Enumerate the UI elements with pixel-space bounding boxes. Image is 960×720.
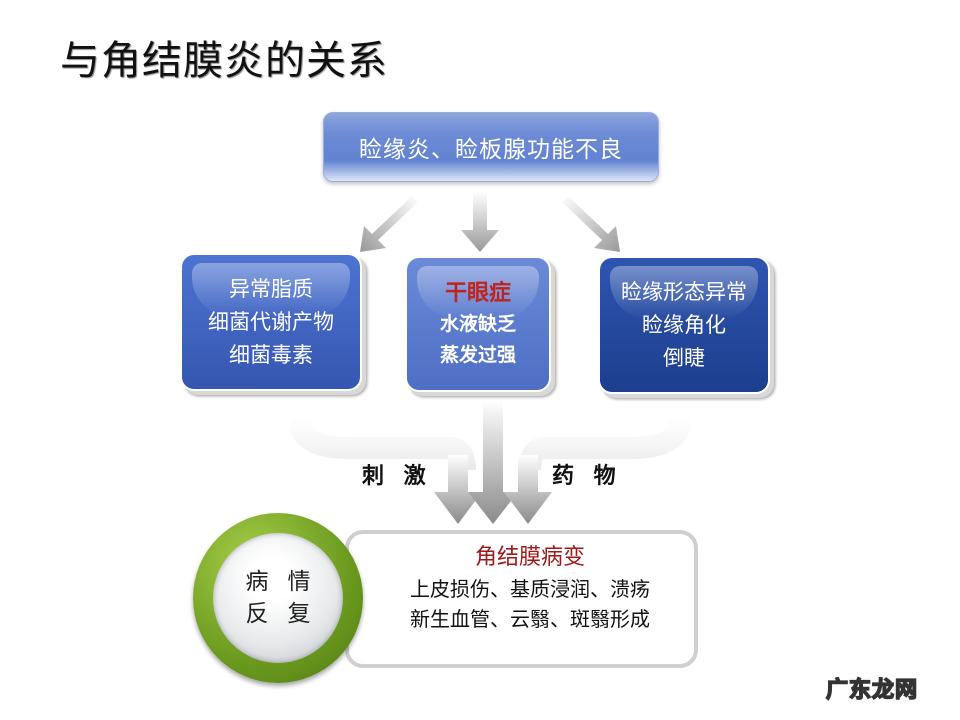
recurrence-circle <box>213 533 343 663</box>
cause-line: 倒睫 <box>663 345 705 370</box>
cause-box-dry-eye: 干眼症 水液缺乏 蒸发过强 <box>405 256 551 392</box>
circle-char: 病 <box>245 569 269 595</box>
result-heading: 角结膜病变 <box>474 545 585 570</box>
cause-line: 细菌代谢产物 <box>208 309 334 334</box>
cause-box-lid-margin: 睑缘形态异常 睑缘角化 倒睫 <box>598 256 770 394</box>
circle-char: 反 <box>245 601 269 627</box>
slide-title: 与角结膜炎的关系 <box>60 38 388 84</box>
arrow-down-icon <box>461 192 499 252</box>
result-line: 上皮损伤、基质浸润、溃疡 <box>410 577 650 601</box>
recurrence-label: 病情 反复 <box>213 566 343 630</box>
top-box-label: 睑缘炎、睑板腺功能不良 <box>359 137 623 163</box>
flow-label-stimulus: 刺 激 <box>362 464 432 489</box>
result-text: 角结膜病变 上皮损伤、基质浸润、溃疡 新生血管、云翳、斑翳形成 <box>380 542 680 634</box>
circle-char: 情 <box>287 569 311 595</box>
cause-line: 睑缘形态异常 <box>621 279 747 304</box>
cause-line: 细菌毒素 <box>229 342 313 367</box>
top-box-blepharitis: 睑缘炎、睑板腺功能不良 <box>323 112 659 182</box>
watermark: 广东龙网 <box>825 677 919 704</box>
result-box <box>345 530 698 668</box>
cause-heading: 干眼症 <box>444 280 511 306</box>
cause-line: 蒸发过强 <box>439 343 516 366</box>
cause-line: 水液缺乏 <box>439 312 516 335</box>
circle-char: 复 <box>287 601 311 627</box>
flow-label-drugs: 药 物 <box>552 464 622 489</box>
arrow-down-left-icon <box>360 196 418 252</box>
cause-box-lipid: 异常脂质 细菌代谢产物 细菌毒素 <box>180 253 362 391</box>
cause-line: 异常脂质 <box>229 276 313 301</box>
converging-arrows-icon <box>290 400 690 524</box>
arrow-down-right-icon <box>562 196 620 252</box>
cause-line: 睑缘角化 <box>642 312 726 337</box>
result-line: 新生血管、云翳、斑翳形成 <box>410 607 650 631</box>
